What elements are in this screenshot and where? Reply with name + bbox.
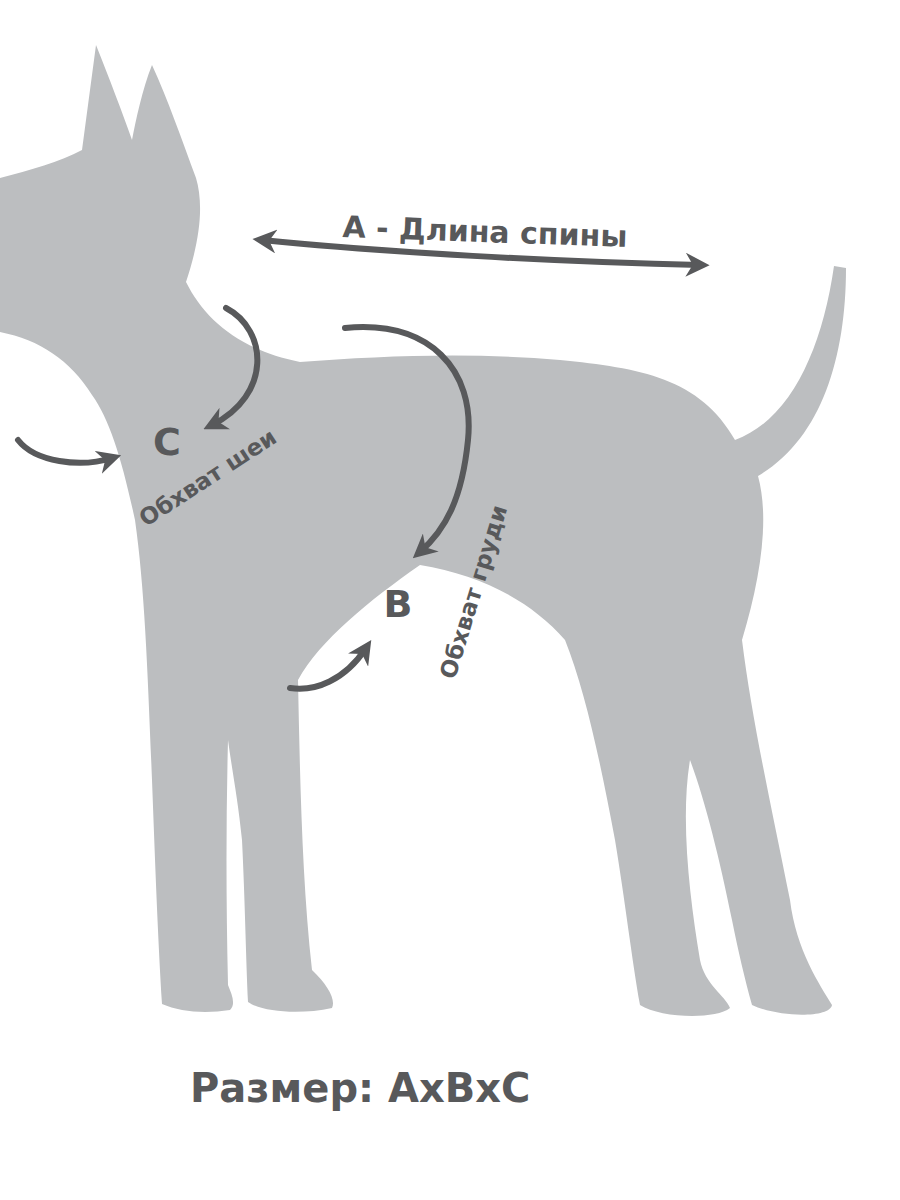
callout-letter: C: [153, 423, 181, 461]
dog-silhouette: [0, 45, 846, 1016]
chest-arrow: [290, 648, 366, 689]
neck-arrow: [212, 308, 257, 425]
dimension-label: A - Длина спины: [342, 212, 628, 252]
size-caption: Размер: AxBxC: [190, 1068, 530, 1108]
callout-letter: B: [384, 585, 413, 623]
chest-arrow: [345, 327, 469, 552]
neck-arrow: [18, 440, 112, 463]
